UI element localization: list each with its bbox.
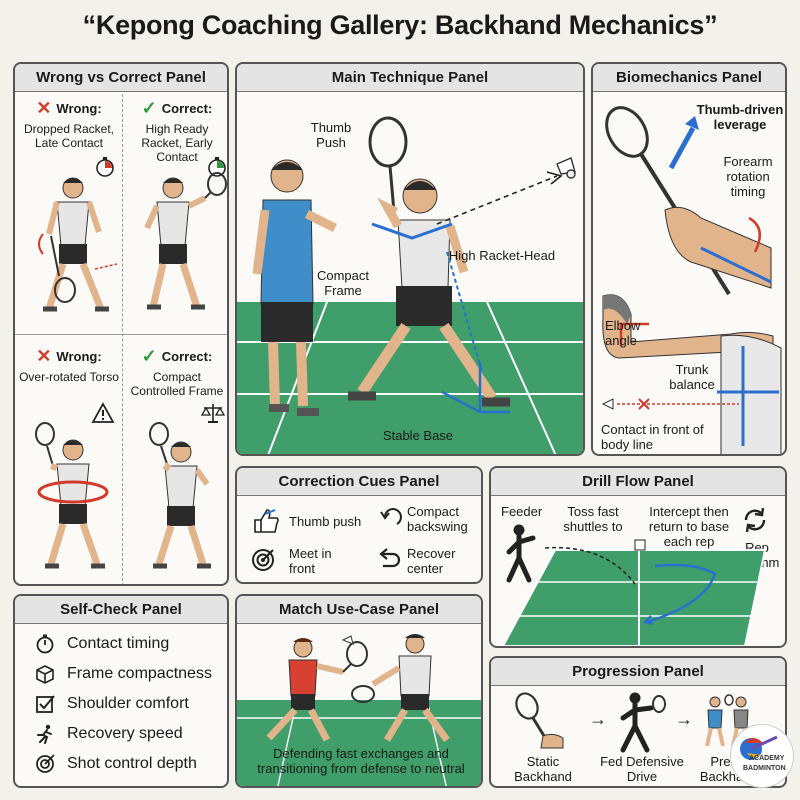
check-item: Shoulder comfort: [67, 695, 189, 712]
feeder-label: Feeder: [501, 504, 543, 519]
wrong-title: Wrong:: [56, 349, 102, 364]
court: [237, 700, 481, 786]
racket-hand-illustration: [605, 106, 772, 296]
elbow-label: Elbow angle: [605, 318, 641, 348]
intercept-label: Intercept then return to base each rep: [648, 504, 730, 549]
player-figure-wrong-low: [38, 177, 118, 312]
shuttle-path: [436, 171, 563, 225]
doubles-players: [266, 634, 450, 743]
thumb-up-icon: [254, 509, 279, 533]
player-figure-wrong-rotated: [35, 422, 109, 569]
curved-arrow-icon: [380, 508, 402, 525]
court-lines: [237, 301, 583, 454]
progression-panel: Progression Panel → → Static Backhand To…: [489, 656, 787, 788]
cube-icon: [36, 665, 54, 684]
wrong-correct-panel: Wrong vs Correct Panel ✕ Wrong: Dropped …: [13, 62, 229, 586]
defensive-drive-figure: [620, 692, 666, 753]
wrong-title: Wrong:: [56, 101, 102, 116]
match-use-case-panel: Match Use-Case Panel Defending fast exch…: [235, 594, 483, 788]
logo-text: BADMINTON: [743, 765, 786, 772]
self-check-panel: Self-Check Panel Contact timing Frame co…: [13, 594, 229, 788]
drill-court: [501, 539, 767, 646]
forearm-label: Forearm rotation timing: [723, 154, 773, 199]
check-item: Frame compactness: [67, 665, 212, 682]
check-icon: ✓: [141, 346, 157, 366]
high-racket-label: High Racket-Head: [448, 248, 556, 263]
shuttlecock-icon: [556, 157, 576, 179]
thumb-push-label: Thumb Push: [310, 120, 352, 150]
cue-recover-center: Recover center: [407, 546, 456, 576]
check-icon: ✓: [141, 98, 157, 118]
progression-step: Fed Defensive Drive: [600, 754, 684, 784]
thumb-leverage-label: Thumb-driven leverage: [696, 102, 784, 132]
correct-desc: Compact Controlled Frame: [130, 370, 224, 398]
toss-label: Toss fast shuttles to: [563, 504, 623, 534]
cross-icon: ✕: [36, 98, 52, 118]
wrong-desc: Dropped Racket, Late Contact: [23, 122, 115, 150]
player-figure-main: [348, 116, 510, 414]
stable-base-label: Stable Base: [382, 428, 454, 443]
warning-icon: [91, 402, 115, 423]
contact-label: Contact in front of body line: [601, 422, 704, 452]
stopwatch-green-icon: [208, 157, 226, 177]
rep-rhythm-icon: [744, 507, 766, 533]
cue-compact-backswing: Compact backswing: [407, 504, 468, 534]
arrow-right-icon: →: [675, 709, 693, 729]
panel-header: Wrong vs Correct Panel: [15, 64, 227, 92]
running-icon: [37, 724, 52, 744]
correct-title: Correct:: [161, 349, 213, 364]
stopwatch-red-icon: [96, 157, 114, 177]
player-figure-correct-high: [144, 172, 227, 310]
cue-meet-front: Meet in front: [289, 546, 332, 576]
contact-line: [601, 398, 739, 410]
panel-header: Progression Panel: [491, 658, 785, 686]
feeder-figure: [506, 524, 536, 583]
logo-mark-icon: [740, 735, 778, 760]
panel-header: Drill Flow Panel: [491, 468, 785, 496]
player-figure-correct-compact: [149, 422, 211, 569]
cue-thumb-push: Thumb push: [289, 514, 362, 529]
cross-icon: ✕: [36, 346, 52, 366]
panel-header: Biomechanics Panel: [593, 64, 785, 92]
trunk-label: Trunk balance: [669, 362, 715, 392]
target-icon: [36, 754, 55, 773]
drill-flow-panel: Drill Flow Panel Feeder Toss fast shuttl…: [489, 466, 787, 648]
racket-hand-icon: [515, 692, 564, 749]
main-technique-panel: Main Technique Panel: [235, 62, 585, 456]
panel-header: Match Use-Case Panel: [237, 596, 481, 624]
correct-desc: High Ready Racket, Early Contact: [141, 122, 213, 164]
biomechanics-panel: Biomechanics Panel Thumb-driven leverage…: [591, 62, 787, 456]
correct-title: Correct:: [161, 101, 213, 116]
trunk-illustration: [717, 334, 782, 454]
check-item: Shot control depth: [67, 755, 197, 772]
balance-scale-icon: [200, 404, 226, 423]
checkbox-icon: [36, 695, 55, 713]
progression-step: Static Backhand Touch: [514, 754, 572, 786]
compact-frame-label: Compact Frame: [316, 268, 370, 298]
check-item: Contact timing: [67, 635, 170, 652]
page-title: “Kepong Coaching Gallery: Backhand Mecha…: [82, 10, 718, 40]
correction-cues-panel: Correction Cues Panel Thumb push Compact…: [235, 466, 483, 584]
target-icon: [252, 549, 274, 571]
arrow-right-icon: →: [589, 709, 607, 729]
return-arrow-icon: [379, 548, 401, 568]
panel-header: Main Technique Panel: [237, 64, 583, 92]
match-caption: Defending fast exchanges and transitioni…: [257, 746, 465, 776]
coach-figure: [252, 159, 338, 416]
academy-logo: ACADEMY BADMINTON: [730, 724, 794, 788]
panel-header: Self-Check Panel: [15, 596, 227, 624]
logo-text: ACADEMY: [749, 755, 785, 762]
panel-header: Correction Cues Panel: [237, 468, 481, 496]
stopwatch-icon: [36, 634, 54, 654]
check-item: Recovery speed: [67, 725, 183, 742]
wrong-desc: Over-rotated Torso: [19, 370, 119, 384]
